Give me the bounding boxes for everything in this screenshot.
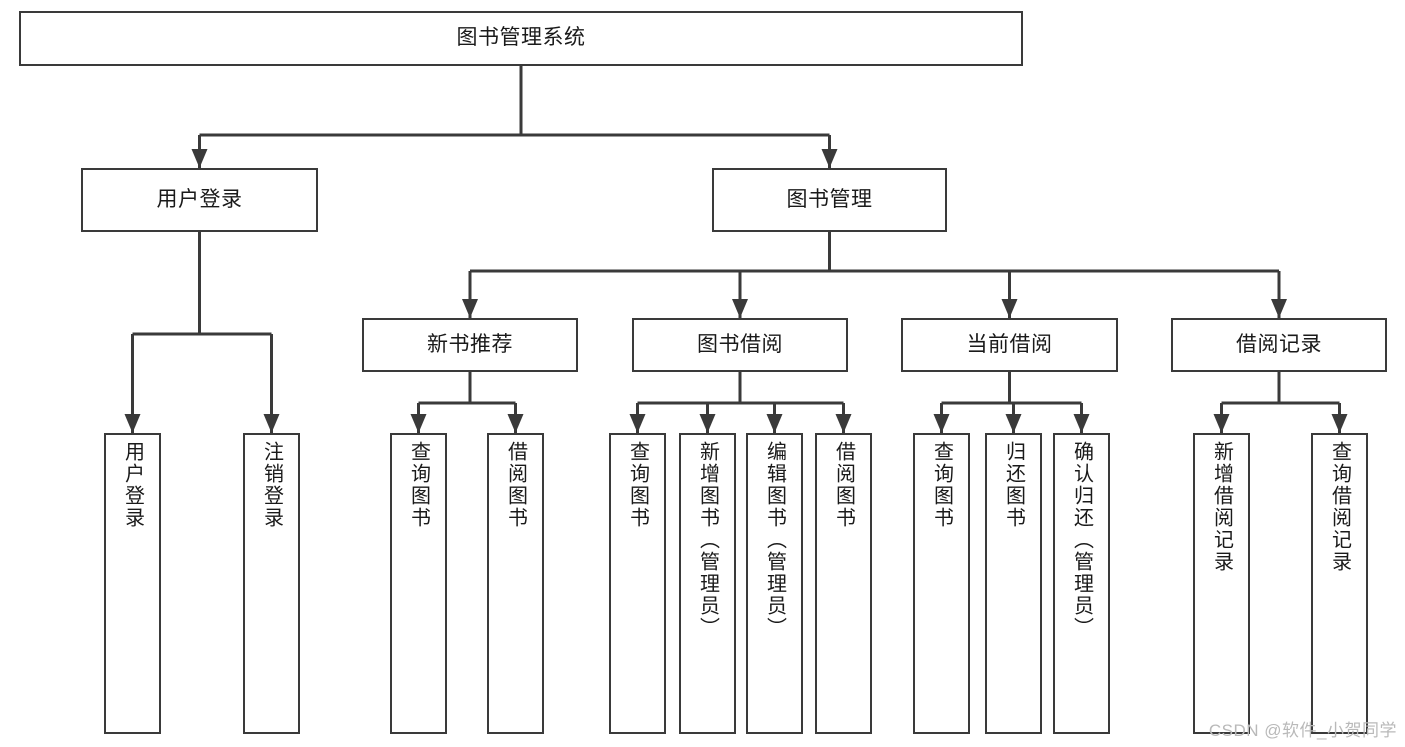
node-c-confirm[interactable]: 确认归还（管理员）	[1053, 433, 1110, 734]
arrowhead-icon	[1001, 299, 1018, 318]
arrowhead-icon	[410, 414, 427, 433]
arrowhead-icon	[1005, 414, 1022, 433]
arrowhead-icon	[933, 414, 950, 433]
node-n-query[interactable]: 查询图书	[390, 433, 447, 734]
node-records[interactable]: 借阅记录	[1171, 318, 1387, 372]
node-label: 归还图书	[1002, 441, 1025, 529]
node-b-borrow[interactable]: 借阅图书	[815, 433, 872, 734]
node-label: 查询借阅记录	[1328, 441, 1351, 573]
node-label: 查询图书	[930, 441, 953, 529]
node-label: 用户登录	[121, 441, 144, 529]
node-c-query[interactable]: 查询图书	[913, 433, 970, 734]
arrowhead-icon	[629, 414, 646, 433]
node-l-logout[interactable]: 注销登录	[243, 433, 300, 734]
node-label: 借阅图书	[832, 441, 855, 529]
watermark: CSDN @软件_小贺同学	[1208, 721, 1397, 740]
node-bookmgmt[interactable]: 图书管理	[712, 168, 947, 232]
node-label: 确认归还（管理员）	[1070, 441, 1093, 639]
node-label: 借阅图书	[504, 441, 527, 529]
node-label: 用户登录	[156, 187, 243, 211]
arrowhead-icon	[699, 414, 716, 433]
arrowhead-icon	[1073, 414, 1090, 433]
arrowhead-icon	[124, 414, 141, 433]
node-c-return[interactable]: 归还图书	[985, 433, 1042, 734]
node-label: 编辑图书（管理员）	[763, 441, 786, 639]
arrowhead-icon	[191, 149, 208, 168]
node-label: 当前借阅	[966, 332, 1053, 356]
arrowhead-icon	[462, 299, 478, 318]
arrowhead-icon	[1331, 414, 1348, 433]
node-label: 图书管理	[786, 187, 873, 211]
arrowhead-icon	[732, 299, 748, 318]
node-root[interactable]: 图书管理系统	[19, 11, 1023, 66]
node-label: 图书借阅	[697, 332, 783, 356]
node-label: 图书管理系统	[456, 26, 586, 50]
node-n-borrow[interactable]: 借阅图书	[487, 433, 544, 734]
node-newbook[interactable]: 新书推荐	[362, 318, 578, 372]
node-label: 新增图书（管理员）	[696, 441, 719, 639]
node-label: 注销登录	[260, 441, 283, 529]
node-r-query[interactable]: 查询借阅记录	[1311, 433, 1368, 734]
node-b-add[interactable]: 新增图书（管理员）	[679, 433, 736, 734]
node-label: 新增借阅记录	[1210, 441, 1233, 573]
node-label: 借阅记录	[1236, 332, 1322, 356]
node-label: 新书推荐	[427, 332, 513, 356]
arrowhead-icon	[1213, 414, 1230, 433]
arrowhead-icon	[835, 414, 852, 433]
node-l-login[interactable]: 用户登录	[104, 433, 161, 734]
arrowhead-icon	[1271, 299, 1287, 318]
node-b-query[interactable]: 查询图书	[609, 433, 666, 734]
arrowhead-icon	[766, 414, 783, 433]
arrowhead-icon	[507, 414, 524, 433]
arrowhead-icon	[263, 414, 280, 433]
node-label: 查询图书	[626, 441, 649, 529]
node-borrow[interactable]: 图书借阅	[632, 318, 848, 372]
node-label: 查询图书	[407, 441, 430, 529]
arrowhead-icon	[821, 149, 838, 168]
node-r-add[interactable]: 新增借阅记录	[1193, 433, 1250, 734]
node-login[interactable]: 用户登录	[81, 168, 318, 232]
node-current[interactable]: 当前借阅	[901, 318, 1118, 372]
node-b-edit[interactable]: 编辑图书（管理员）	[746, 433, 803, 734]
